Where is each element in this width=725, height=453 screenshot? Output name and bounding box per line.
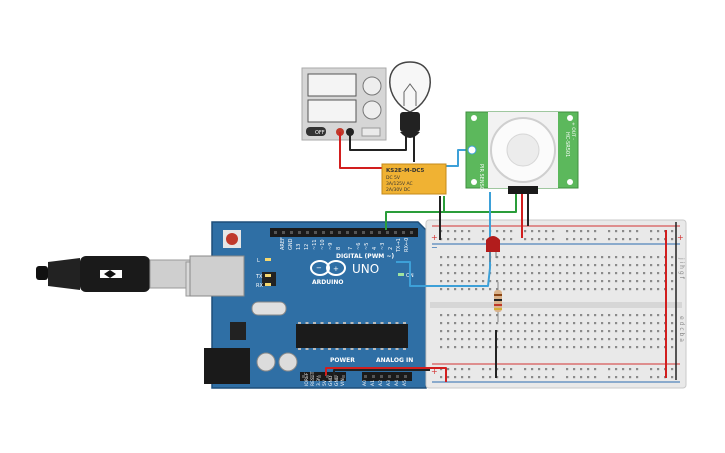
pin-label-1: TX→1 <box>396 238 402 253</box>
wire-black-gnd <box>333 369 430 376</box>
pin-label-7: 7 <box>348 247 354 250</box>
pin-label-gnd1: GND <box>328 375 334 386</box>
wire-blue-relay-pir <box>446 149 472 167</box>
ps-display-top <box>307 73 357 97</box>
rx-led <box>265 283 271 286</box>
pir-lens-inner <box>506 133 540 167</box>
analog-header <box>362 372 412 381</box>
rail-minus-label-left: − <box>431 243 438 252</box>
arduino-logo-icon: − + <box>310 260 346 276</box>
ps-power-switch[interactable] <box>306 127 326 136</box>
pin-label-vin: VIN <box>340 378 346 386</box>
light-bulb-icon[interactable] <box>389 61 431 138</box>
power-jack <box>204 348 250 384</box>
pir-sensor[interactable]: PIR SENSOR HC-SR501 + OUT - <box>465 111 579 195</box>
rail-plus-label-right: + <box>677 233 684 242</box>
pin-label-gnd2: GND <box>334 375 340 386</box>
usb-jack <box>189 255 245 297</box>
rail-plus-label-left: + <box>431 233 438 242</box>
pin-label-a4: A4 <box>394 380 400 386</box>
pin-label-2: 2 <box>388 247 394 250</box>
l-led-label: L <box>257 258 260 264</box>
pir-hole-icon <box>471 115 477 121</box>
svg-text:−: − <box>316 264 322 272</box>
crystal <box>251 301 287 316</box>
voltage-regulator <box>230 322 246 340</box>
pin-label-aref: AREF <box>280 237 286 250</box>
atmega-chip <box>296 322 408 350</box>
pin-label-a2: A2 <box>378 380 384 386</box>
power-header <box>300 372 346 381</box>
pin-label-6: ~6 <box>356 243 362 250</box>
wire-black-ps-bulb <box>349 132 407 151</box>
svg-text:+: + <box>333 265 339 273</box>
pir-hole-icon <box>567 179 573 185</box>
relay-line1: DC 5V <box>386 175 401 181</box>
center-channel <box>430 302 682 308</box>
relay-module[interactable]: KS2E-M-DC5 DC 5V 3A/125V AC 2A/30V DC <box>381 163 447 195</box>
capacitor <box>256 352 276 372</box>
pin-label-4: 4 <box>372 247 378 250</box>
on-led <box>398 273 404 276</box>
power-label: POWER <box>330 357 355 364</box>
pir-hole-icon <box>567 115 573 121</box>
pin-label-11: ~11 <box>312 239 318 250</box>
ps-knob-bottom[interactable] <box>362 100 382 120</box>
red-led[interactable] <box>486 236 500 262</box>
row-letters-bottom: e d c b a <box>678 316 685 342</box>
l-led <box>265 258 271 261</box>
pin-label-0: RX←0 <box>404 238 410 252</box>
power-supply[interactable]: OFF <box>301 67 387 141</box>
pir-pins-label: + OUT - <box>570 122 576 140</box>
pir-hole-icon <box>471 179 477 185</box>
pir-pin-header <box>508 186 538 194</box>
pin-label-gnd: GND <box>288 238 294 250</box>
board-model: UNO <box>352 262 379 276</box>
pin-label-a3: A3 <box>386 380 392 386</box>
capacitor <box>278 352 298 372</box>
relay-line3: 2A/30V DC <box>386 187 410 193</box>
wire-green-relay-d4 <box>385 196 445 230</box>
resistor[interactable] <box>494 282 502 322</box>
pir-side-left: PIR SENSOR <box>478 164 484 195</box>
rx-led-label: RX <box>256 283 263 289</box>
relay-part: KS2E-M-DC5 <box>386 168 424 174</box>
breadboard[interactable]: + − + + j i h g f e d c b a <box>425 219 687 389</box>
breadboard-holes <box>440 230 674 379</box>
digital-header <box>270 228 418 237</box>
wire-red-5v <box>325 367 447 382</box>
pir-connector-icon <box>467 145 477 155</box>
rail-plus-label-bottom: + <box>431 367 438 376</box>
arduino-uno-board[interactable]: AREF GND 13 12 ~11 ~10 ~9 8 7 ~6 ~5 4 ~3… <box>189 221 427 389</box>
pin-label-5: ~5 <box>364 243 370 250</box>
pin-label-a5: A5 <box>402 380 408 386</box>
ps-display-bottom <box>307 99 357 123</box>
pin-label-9: ~9 <box>328 243 334 250</box>
pin-label-a1: A1 <box>370 380 376 386</box>
digital-label: DIGITAL (PWM ~) <box>336 253 394 260</box>
wire-green-pir-bb <box>444 192 517 213</box>
pir-side-right: HC-SR501 <box>564 132 570 157</box>
pin-label-8: 8 <box>336 247 342 250</box>
wire-red-ps-relay <box>339 132 384 169</box>
pin-label-a0: A0 <box>362 380 368 386</box>
board-maker: ARDUINO <box>312 279 343 286</box>
pin-label-13: 13 <box>296 244 302 250</box>
pin-label-5v: 5V <box>322 379 328 386</box>
pin-label-reset: RESET <box>310 371 316 386</box>
pin-label-3v3: 3.3V <box>316 375 322 386</box>
tx-led <box>265 274 271 277</box>
tx-led-label: TX <box>255 274 263 280</box>
pin-label-ioref: IOREF <box>304 372 310 386</box>
relay-line2: 3A/125V AC <box>386 181 413 187</box>
row-letters-top: j i h g f <box>678 257 685 280</box>
reset-button[interactable] <box>223 230 241 248</box>
pin-label-10: ~10 <box>320 239 326 250</box>
analog-label: ANALOG IN <box>376 357 413 364</box>
ps-knob-top[interactable] <box>362 76 382 96</box>
pin-label-12: 12 <box>304 244 310 250</box>
pin-label-3: ~3 <box>380 243 386 250</box>
ps-off-label: OFF <box>315 130 325 136</box>
